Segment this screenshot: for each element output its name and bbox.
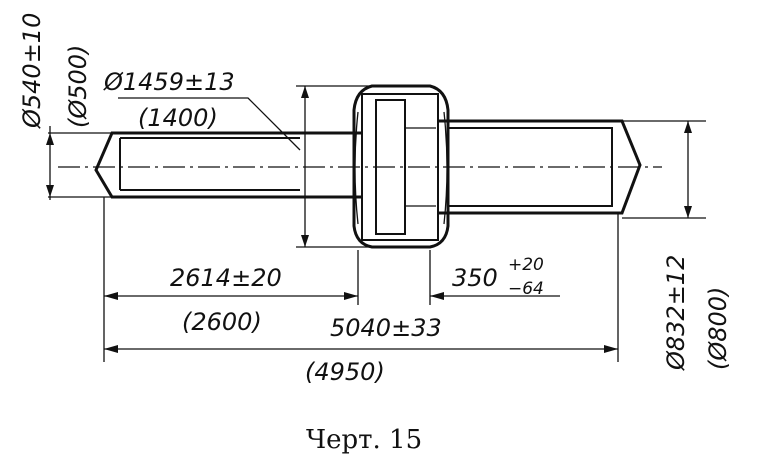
len-left-nominal-label: (2600) [182, 308, 262, 336]
dia-right-label: Ø832±12 [662, 255, 690, 371]
len-total-label: 5040±33 [330, 314, 442, 342]
collar-width-dimension [430, 292, 560, 300]
collar-width-label: 350 [452, 264, 498, 292]
len-total-nominal-label: (4950) [305, 358, 385, 386]
collar-width-tol-upper: +20 [508, 255, 544, 275]
dia-left-dimension [46, 126, 112, 200]
dia-collar-dimension [118, 85, 372, 248]
figure-caption: Черт. 15 [306, 425, 422, 455]
dia-left-label: Ø540±10 [18, 13, 46, 129]
dia-left-nominal-label: (Ø500) [64, 45, 92, 128]
collar-width-tol-lower: −64 [508, 279, 544, 299]
len-total-dimension [104, 345, 618, 353]
len-left-dimension [104, 292, 358, 300]
dia-right-dimension [622, 120, 706, 219]
len-left-label: 2614±20 [170, 264, 282, 292]
dia-collar-nominal-label: (1400) [138, 104, 218, 132]
dia-collar-label: Ø1459±13 [103, 68, 235, 96]
dia-right-nominal-label: (Ø800) [704, 287, 732, 370]
